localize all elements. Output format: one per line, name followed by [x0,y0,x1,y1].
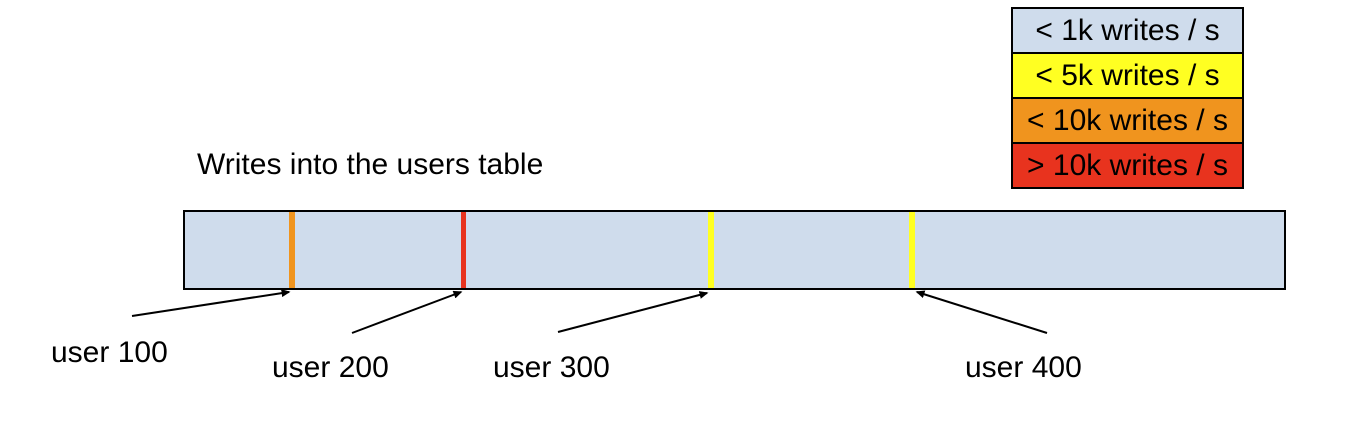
write-hotspot-tick-user-200 [461,212,466,288]
legend-item-label: > 10k writes / s [1027,148,1228,182]
legend: < 1k writes / s < 5k writes / s < 10k wr… [1011,7,1244,189]
write-hotspot-tick-user-400 [909,212,915,288]
users-table-bar [183,210,1286,290]
label-user-400: user 400 [965,351,1082,384]
arrow-user-300 [557,291,709,333]
write-hotspot-tick-user-100 [289,212,295,288]
label-user-300: user 300 [493,351,610,384]
arrow-user-100 [131,289,291,317]
label-user-100: user 100 [51,336,168,369]
arrow-user-400 [915,290,1048,334]
legend-item-lt-10k: < 10k writes / s [1011,97,1244,144]
write-hotspot-tick-user-300 [708,212,714,288]
legend-item-gt-10k: > 10k writes / s [1011,142,1244,189]
legend-item-label: < 5k writes / s [1035,58,1220,92]
diagram-title: Writes into the users table [197,148,544,181]
legend-item-label: < 10k writes / s [1027,103,1228,137]
arrow-user-200 [351,290,463,334]
label-user-200: user 200 [272,351,389,384]
legend-item-lt-1k: < 1k writes / s [1011,7,1244,54]
legend-item-label: < 1k writes / s [1035,13,1220,47]
legend-item-lt-5k: < 5k writes / s [1011,52,1244,99]
